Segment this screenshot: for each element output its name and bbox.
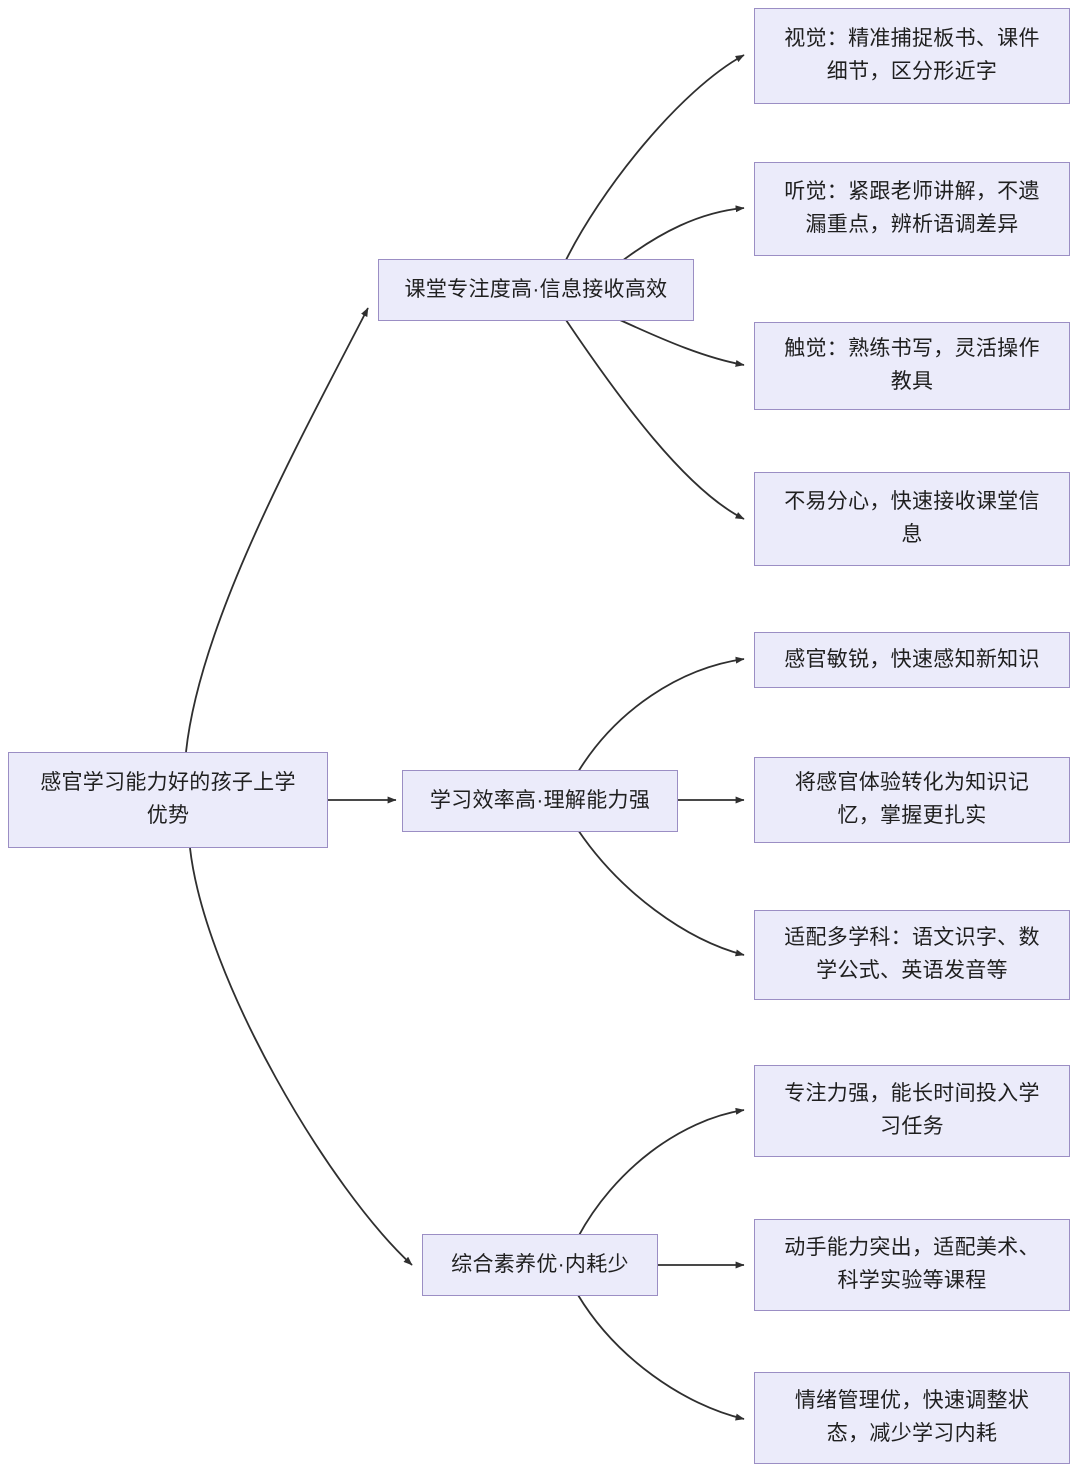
node-leaf-1-1[interactable]: 视觉：精准捕捉板书、课件 细节，区分形近字 xyxy=(754,8,1070,104)
node-leaf-2-2-label: 将感官体验转化为知识记 忆，掌握更扎实 xyxy=(794,771,1030,827)
edge-branch-3-to-leaf-3-1 xyxy=(577,1107,745,1238)
node-leaf-2-1-label: 感官敏锐，快速感知新知识 xyxy=(784,647,1040,671)
node-leaf-1-3[interactable]: 触觉：熟练书写，灵活操作 教具 xyxy=(754,322,1070,410)
node-leaf-1-4-label: 不易分心，快速接收课堂信 息 xyxy=(784,490,1040,546)
edge-branch-1-to-leaf-1-4 xyxy=(565,319,745,520)
node-branch-2[interactable]: 学习效率高·理解能力强 xyxy=(402,770,678,832)
node-leaf-3-1-label: 专注力强，能长时间投入学 习任务 xyxy=(784,1082,1040,1138)
node-leaf-1-4[interactable]: 不易分心，快速接收课堂信 息 xyxy=(754,472,1070,566)
node-branch-2-label: 学习效率高·理解能力强 xyxy=(429,788,651,812)
node-leaf-3-1[interactable]: 专注力强，能长时间投入学 习任务 xyxy=(754,1065,1070,1157)
node-leaf-2-1[interactable]: 感官敏锐，快速感知新知识 xyxy=(754,632,1070,688)
node-branch-3-label: 综合素养优·内耗少 xyxy=(451,1252,629,1276)
node-leaf-2-3-label: 适配多学科：语文识字、数 学公式、英语发音等 xyxy=(784,926,1040,982)
node-leaf-3-2[interactable]: 动手能力突出，适配美术、 科学实验等课程 xyxy=(754,1219,1070,1311)
node-leaf-2-3[interactable]: 适配多学科：语文识字、数 学公式、英语发音等 xyxy=(754,910,1070,1000)
node-leaf-3-3-label: 情绪管理优，快速调整状 态，减少学习内耗 xyxy=(794,1389,1030,1445)
node-root[interactable]: 感官学习能力好的孩子上学 优势 xyxy=(8,752,328,848)
edge-branch-1-to-leaf-1-3 xyxy=(619,319,745,367)
edge-branch-1-to-leaf-1-2 xyxy=(617,205,745,265)
node-branch-1-label: 课堂专注度高·信息接收高效 xyxy=(404,277,668,301)
node-root-label: 感官学习能力好的孩子上学 优势 xyxy=(40,771,296,827)
edge-root-to-branch-3 xyxy=(189,847,413,1266)
node-leaf-2-2[interactable]: 将感官体验转化为知识记 忆，掌握更扎实 xyxy=(754,757,1070,843)
node-leaf-1-2[interactable]: 听觉：紧跟老师讲解，不遗 漏重点，辨析语调差异 xyxy=(754,162,1070,256)
node-leaf-3-2-label: 动手能力突出，适配美术、 科学实验等课程 xyxy=(784,1236,1040,1292)
edge-branch-3-to-leaf-3-3 xyxy=(577,1294,745,1421)
node-branch-1[interactable]: 课堂专注度高·信息接收高效 xyxy=(378,259,694,321)
edge-branch-2-to-leaf-2-3 xyxy=(577,829,745,957)
edge-branch-1-to-leaf-1-1 xyxy=(563,54,745,265)
node-leaf-3-3[interactable]: 情绪管理优，快速调整状 态，减少学习内耗 xyxy=(754,1372,1070,1464)
node-branch-3[interactable]: 综合素养优·内耗少 xyxy=(422,1234,658,1296)
edge-root-to-branch-1 xyxy=(185,307,369,753)
node-leaf-1-2-label: 听觉：紧跟老师讲解，不遗 漏重点，辨析语调差异 xyxy=(784,180,1040,236)
node-leaf-1-3-label: 触觉：熟练书写，灵活操作 教具 xyxy=(784,337,1040,393)
node-leaf-1-1-label: 视觉：精准捕捉板书、课件 细节，区分形近字 xyxy=(784,27,1040,83)
edge-branch-2-to-leaf-2-1 xyxy=(577,656,745,773)
